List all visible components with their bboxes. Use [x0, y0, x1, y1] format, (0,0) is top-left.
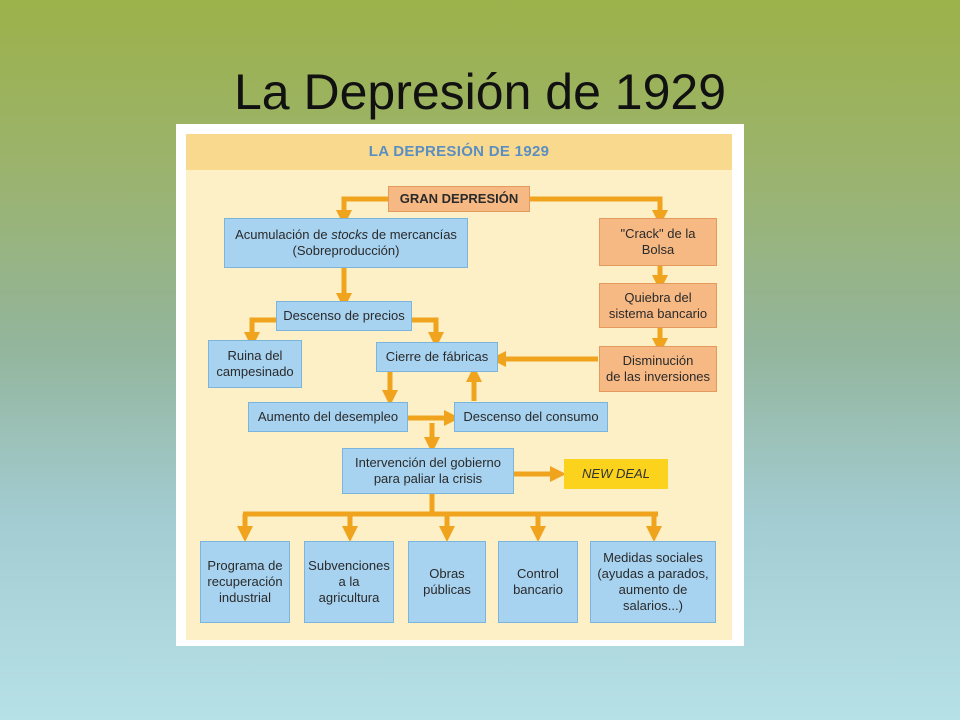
descenso-precios-box: Descenso de precios	[276, 301, 412, 331]
desempleo-label: Aumento del desempleo	[257, 409, 399, 424]
medida-label-3: Obras públicas	[423, 566, 471, 597]
crack-label: "Crack" de la Bolsa	[620, 226, 696, 257]
medida-label-2: Subvenciones a la agricultura	[308, 558, 390, 605]
slide-title: La Depresión de 1929	[233, 64, 727, 120]
medida-label-4: Control bancario	[513, 566, 563, 597]
medida-box-2: Subvenciones a la agricultura	[304, 541, 394, 623]
medida-label-1: Programa de recuperación industrial	[207, 558, 283, 605]
flow-arrows	[236, 196, 669, 543]
ruina-box: Ruina del campesinado	[208, 340, 302, 388]
medida-box-4: Control bancario	[498, 541, 578, 623]
medida-box-3: Obras públicas	[408, 541, 486, 623]
gran-depresion-box: GRAN DEPRESIÓN	[388, 186, 530, 212]
arrow-precios-to-ruina	[243, 317, 276, 349]
diagram-panel: LA DEPRESIÓN DE 1929	[186, 134, 732, 640]
cierre-box: Cierre de fábricas	[376, 342, 498, 372]
acumulacion-label: Acumulación de stocks de mercancías (Sob…	[235, 227, 457, 259]
arrow-center-to-crack	[530, 196, 669, 227]
quiebra-box: Quiebra del sistema bancario	[599, 283, 717, 328]
disminucion-box: Disminución de las inversiones	[599, 346, 717, 392]
arrow-center-to-acumulacion	[335, 196, 388, 227]
medida-box-5: Medidas sociales (ayudas a parados, aume…	[590, 541, 716, 623]
consumo-box: Descenso del consumo	[454, 402, 608, 432]
intervencion-label: Intervención del gobierno para paliar la…	[355, 455, 501, 486]
diagram-header: LA DEPRESIÓN DE 1929	[186, 134, 732, 170]
quiebra-label: Quiebra del sistema bancario	[608, 289, 708, 321]
cierre-label: Cierre de fábricas	[385, 349, 489, 364]
acumulacion-box: Acumulación de stocks de mercancías (Sob…	[224, 218, 468, 268]
desempleo-box: Aumento del desempleo	[248, 402, 408, 432]
descenso-precios-label: Descenso de precios	[283, 308, 405, 323]
diagram-figure: LA DEPRESIÓN DE 1929	[176, 124, 744, 646]
medida-box-1: Programa de recuperación industrial	[200, 541, 290, 623]
disminucion-label: Disminución de las inversiones	[605, 353, 711, 384]
crack-box: "Crack" de la Bolsa	[599, 218, 717, 266]
acumulacion-text-post: de mercancías (Sobreproducción)	[292, 227, 457, 258]
medida-label-5: Medidas sociales (ayudas a parados, aume…	[597, 550, 709, 613]
arrow-precios-to-cierre	[412, 317, 445, 349]
intervencion-box: Intervención del gobierno para paliar la…	[342, 448, 514, 494]
new-deal-box: NEW DEAL	[564, 459, 668, 489]
gran-depresion-label: GRAN DEPRESIÓN	[399, 191, 519, 206]
consumo-label: Descenso del consumo	[463, 409, 599, 424]
ruina-label: Ruina del campesinado	[216, 348, 294, 379]
new-deal-label: NEW DEAL	[582, 466, 650, 481]
acumulacion-text-em: stocks	[331, 227, 369, 242]
acumulacion-text-pre: Acumulación de	[235, 227, 332, 242]
